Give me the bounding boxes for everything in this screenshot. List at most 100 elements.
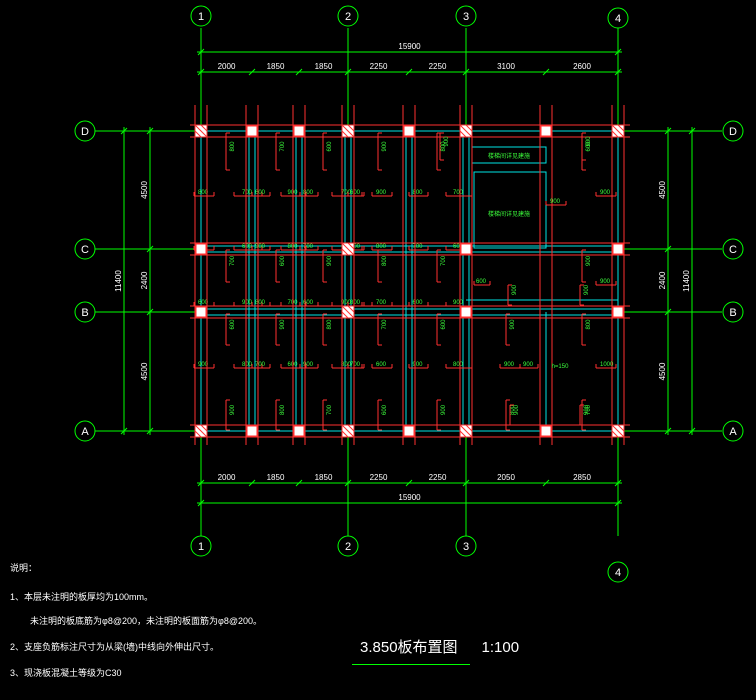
dim-tick bbox=[197, 499, 205, 507]
column-small bbox=[246, 425, 258, 437]
column-hatch bbox=[194, 424, 208, 438]
dim-bottom-seg-label: 1850 bbox=[267, 473, 285, 482]
dim-tick bbox=[146, 308, 154, 316]
column-hatch bbox=[347, 424, 355, 432]
dim-bottom-total-label: 15900 bbox=[398, 493, 421, 502]
dim-tick bbox=[664, 245, 672, 253]
dim-tick bbox=[542, 68, 550, 76]
dim-tick bbox=[248, 68, 256, 76]
axis-B-right-bubble bbox=[722, 301, 744, 323]
column-hatch bbox=[459, 130, 467, 138]
dim-left-seg-label: 2400 bbox=[140, 271, 149, 289]
dim-bottom-seg-label: 2250 bbox=[370, 473, 388, 482]
support-bar-v-label: 900 bbox=[512, 284, 518, 295]
support-bar-h-label: 800 bbox=[303, 190, 314, 196]
dim-tick bbox=[664, 127, 672, 135]
dim-tick bbox=[344, 479, 352, 487]
axis-C-right-label: C bbox=[729, 244, 737, 256]
column-small bbox=[195, 306, 207, 318]
beam-outline-inner bbox=[200, 130, 619, 432]
support-bar-v-label: 600 bbox=[382, 404, 388, 415]
axis-4-top-bubble bbox=[607, 7, 629, 29]
support-bar-h-label: 700 bbox=[303, 244, 314, 250]
stair-opening bbox=[473, 171, 547, 249]
axis-C-left-bubble bbox=[74, 238, 96, 260]
support-bar-v-label: 900 bbox=[444, 136, 450, 147]
support-bar-v-label: 800 bbox=[327, 319, 333, 330]
axis-A-left-label: A bbox=[81, 426, 89, 438]
column-hatch bbox=[347, 242, 355, 250]
column-hatch bbox=[465, 124, 473, 132]
axis-A-right-label: A bbox=[729, 426, 737, 438]
dim-bottom-seg-label: 2250 bbox=[429, 473, 447, 482]
column-small bbox=[195, 243, 207, 255]
dim-tick bbox=[688, 427, 696, 435]
dim-tick bbox=[197, 48, 205, 56]
column-hatch bbox=[347, 124, 355, 132]
dim-tick bbox=[146, 127, 154, 135]
support-bar-h-label: 700 bbox=[350, 362, 361, 368]
dim-tick bbox=[248, 479, 256, 487]
axis-D-left-label: D bbox=[81, 126, 89, 138]
axis-1-bottom-bubble bbox=[190, 535, 212, 557]
support-bar-h-label: 600 bbox=[350, 190, 361, 196]
axis-2-top-label: 2 bbox=[345, 11, 351, 23]
support-bar-v-label: 700 bbox=[382, 319, 388, 330]
column-small bbox=[403, 425, 415, 437]
dim-left-seg-label: 4500 bbox=[140, 181, 149, 199]
support-bar-h-label: 700 bbox=[453, 190, 464, 196]
axis-4-bottom-bubble bbox=[607, 561, 629, 583]
stair-note-2: 楼梯间详见建施 bbox=[488, 210, 530, 218]
title-underline bbox=[352, 664, 470, 665]
column-hatch bbox=[341, 248, 349, 256]
dim-top-seg-label: 2250 bbox=[370, 62, 388, 71]
support-bar-h-label: 800 bbox=[413, 190, 424, 196]
support-bar-h-label: 900 bbox=[350, 244, 361, 250]
dim-tick bbox=[146, 427, 154, 435]
column-hatch bbox=[459, 124, 473, 138]
column-hatch bbox=[194, 430, 202, 438]
beam-outline-outer bbox=[194, 124, 625, 438]
support-bar-v-label: 800 bbox=[510, 404, 516, 415]
axis-C-left-label: C bbox=[81, 244, 89, 256]
support-bar-h-label: 900 bbox=[341, 300, 352, 306]
dim-tick bbox=[120, 127, 128, 135]
column-hatch bbox=[341, 242, 355, 256]
axis-2-bottom-label: 2 bbox=[345, 541, 351, 553]
axis-4-top-label: 4 bbox=[615, 13, 621, 25]
column-hatch bbox=[200, 124, 208, 132]
notes-heading: 说明： bbox=[10, 563, 38, 573]
support-bar-v-label: 600 bbox=[230, 319, 236, 330]
support-bar-h-label: 800 bbox=[350, 300, 361, 306]
dim-top-seg-label: 1850 bbox=[267, 62, 285, 71]
column-hatch bbox=[459, 430, 467, 438]
support-bar-v-label: 600 bbox=[586, 141, 592, 152]
support-bar-h-label: 800 bbox=[453, 362, 464, 368]
support-bar-h-label: 800 bbox=[376, 244, 387, 250]
axis-A-left-bubble bbox=[74, 420, 96, 442]
support-bar-h-label: 900 bbox=[413, 362, 424, 368]
column-layer bbox=[194, 124, 625, 438]
note-line-3: 2、支座负筋标注尺寸为从梁(墙)中线向外伸出尺寸。 bbox=[10, 642, 220, 652]
support-bar-v-label: 900 bbox=[230, 404, 236, 415]
dim-tick bbox=[614, 479, 622, 487]
dim-tick bbox=[197, 68, 205, 76]
column-small bbox=[293, 425, 305, 437]
note-line-1: 1、本层未注明的板厚均为100mm。 bbox=[10, 592, 154, 602]
support-bar-v-label: 600 bbox=[441, 319, 447, 330]
column-hatch bbox=[459, 424, 473, 438]
dim-tick bbox=[405, 479, 413, 487]
axis-4-bottom-label: 4 bbox=[615, 567, 621, 579]
dim-tick bbox=[614, 68, 622, 76]
support-bar-v-label: 800 bbox=[230, 141, 236, 152]
dim-tick bbox=[295, 68, 303, 76]
support-bar-v-label: 700 bbox=[327, 404, 333, 415]
support-bar-h-label: 600 bbox=[376, 362, 387, 368]
support-bar-h-label: 600 bbox=[198, 300, 209, 306]
drawing-title: 3.850板布置图 bbox=[360, 639, 458, 656]
support-bar-v-label: 700 bbox=[586, 404, 592, 415]
dim-bottom-seg-label: 1850 bbox=[315, 473, 333, 482]
column-hatch bbox=[200, 424, 208, 432]
